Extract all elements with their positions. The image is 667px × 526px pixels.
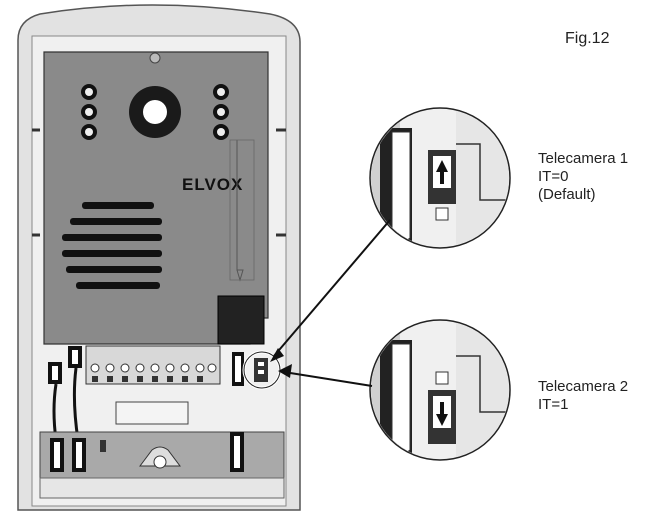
callout-1-line-2: IT=0: [538, 168, 569, 185]
jumper-detail-position-1: [369, 107, 511, 249]
led-group-right: [213, 84, 229, 140]
callout-1-line-3: (Default): [538, 186, 596, 203]
speaker-grille-icon: [62, 202, 162, 289]
label-slot: [115, 401, 189, 425]
leader-arrow-1: [273, 219, 391, 357]
callout-1-line-1: Telecamera 1: [538, 150, 629, 167]
brand-logo: ELVOX: [182, 175, 243, 194]
leader-arrow-2: [283, 371, 373, 387]
callout-label-2: Telecamera 2 IT=1: [538, 378, 628, 414]
led-group-left: [81, 84, 97, 140]
screw-top: [149, 52, 161, 64]
connector-block: [217, 295, 265, 345]
figure-label: Fig.12: [565, 30, 610, 47]
callout-label-1: Telecamera 1 IT=0 (Default): [538, 150, 628, 204]
jumper-detail-position-2: [369, 319, 511, 461]
callout-2-line-2: IT=1: [538, 396, 569, 413]
callout-2-line-1: Telecamera 2: [538, 378, 629, 395]
